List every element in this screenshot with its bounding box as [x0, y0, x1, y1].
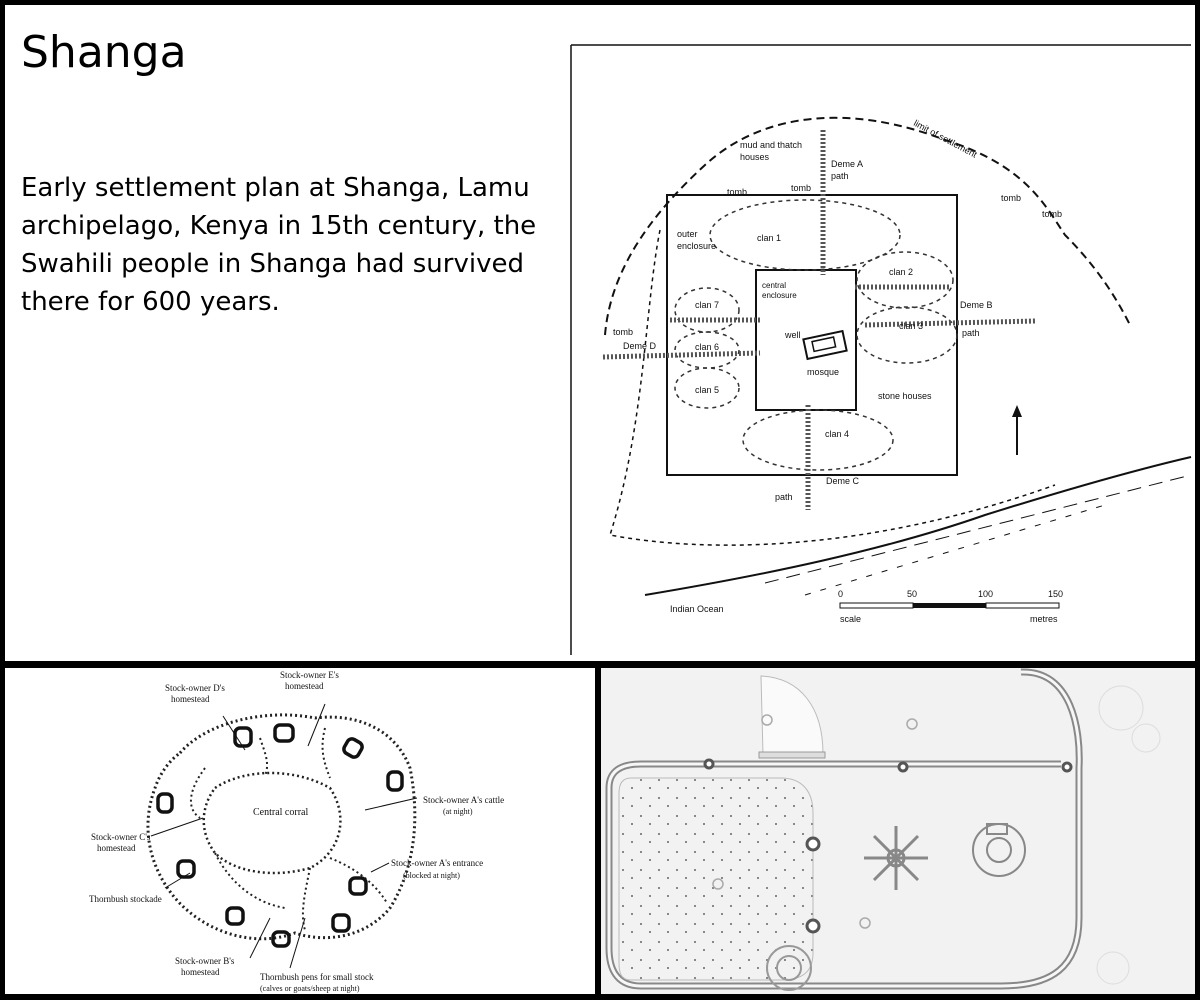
label-deme-a-path: path [831, 171, 849, 181]
label-owner-b-1: Stock-owner B's [175, 956, 235, 966]
label-clan-2: clan 2 [889, 267, 913, 277]
label-owner-a-cattle-2: (at night) [443, 807, 473, 816]
star-motif-icon [864, 826, 928, 890]
label-well: well [784, 330, 801, 340]
label-thornbush-pens-2: (calves or goats/sheep at night) [260, 984, 360, 993]
label-deme-b-path: path [962, 328, 980, 338]
label-central-corral: Central corral [253, 807, 308, 818]
corral-diagram-panel: Stock-owner D's homestead Stock-owner E'… [5, 668, 595, 994]
thornbush-stockade [148, 715, 415, 939]
label-clan-6: clan 6 [695, 342, 719, 352]
label-tomb-4: tomb [1042, 209, 1062, 219]
label-thornbush-stockade: Thornbush stockade [89, 894, 162, 904]
label-owner-d-2: homestead [171, 694, 210, 704]
decorative-foliage [1097, 686, 1160, 984]
label-deme-c: Deme C [826, 476, 860, 486]
label-clan-3: clan 3 [899, 321, 923, 331]
label-owner-e-2: homestead [285, 681, 324, 691]
label-clan-4: clan 4 [825, 429, 849, 439]
label-deme-c-path: path [775, 492, 793, 502]
top-room [761, 676, 823, 754]
settlement-limit-line [605, 118, 1130, 335]
label-clan-5: clan 5 [695, 385, 719, 395]
label-owner-a-entrance-1: Stock-owner A's entrance [391, 858, 483, 868]
scale-bar [840, 603, 1059, 608]
thornbush-pens [191, 728, 387, 930]
mosque-building [803, 331, 846, 359]
label-mosque: mosque [807, 367, 839, 377]
label-indian-ocean: Indian Ocean [670, 604, 724, 614]
label-limit-of-settlement: limit of settlement [912, 118, 979, 160]
relief-plan [601, 668, 1195, 994]
scale-word: scale [840, 614, 861, 624]
scale-tick-150: 150 [1048, 589, 1063, 599]
coastline [645, 457, 1191, 595]
label-central-2: enclosure [762, 291, 797, 300]
label-tomb-1: tomb [727, 187, 747, 197]
top-room-threshold [759, 752, 825, 758]
north-arrow-icon [1012, 405, 1022, 455]
label-stone-houses: stone houses [878, 391, 932, 401]
label-clan-7: clan 7 [695, 300, 719, 310]
label-owner-a-cattle-1: Stock-owner A's cattle [423, 795, 504, 805]
scale-tick-50: 50 [907, 589, 917, 599]
settlement-limit-lower [610, 230, 1055, 545]
label-tomb-2: tomb [791, 183, 811, 193]
label-owner-e-1: Stock-owner E's [280, 670, 339, 680]
label-clan-1: clan 1 [757, 233, 781, 243]
label-tomb-5: tomb [613, 327, 633, 337]
label-thornbush-pens-1: Thornbush pens for small stock [260, 972, 374, 982]
scale-tick-100: 100 [978, 589, 993, 599]
label-deme-b: Deme B [960, 300, 993, 310]
scale-units: metres [1030, 614, 1058, 624]
leader-lines [151, 704, 417, 968]
outer-enclosure [667, 195, 957, 475]
plan-frame [571, 45, 1191, 655]
shrine-motif-icon [973, 824, 1025, 876]
label-deme-a: Deme A [831, 159, 863, 169]
label-owner-b-2: homestead [181, 967, 220, 977]
label-mud-houses-2: houses [740, 152, 770, 162]
label-owner-c-2: homestead [97, 843, 136, 853]
relief-plan-panel [601, 668, 1195, 994]
label-mud-houses-1: mud and thatch [740, 140, 802, 150]
central-corral [204, 773, 341, 873]
clan-areas [675, 200, 957, 470]
label-outer-2: enclosure [677, 241, 716, 251]
scale-tick-0: 0 [838, 589, 843, 599]
label-tomb-3: tomb [1001, 193, 1021, 203]
label-outer-1: outer [677, 229, 698, 239]
label-owner-a-entrance-2: (blocked at night) [403, 871, 460, 880]
corral-diagram: Stock-owner D's homestead Stock-owner E'… [5, 668, 595, 994]
label-owner-d-1: Stock-owner D's [165, 683, 225, 693]
homestead-huts [158, 725, 402, 946]
label-owner-c-1: Stock-owner C's [91, 832, 151, 842]
shanga-settlement-plan: 0 50 100 150 scale metres limit of settl… [5, 5, 1195, 661]
label-deme-d: Deme D [623, 341, 657, 351]
label-central-1: central [762, 281, 786, 290]
top-panel: Shanga Early settlement plan at Shanga, … [5, 5, 1195, 661]
